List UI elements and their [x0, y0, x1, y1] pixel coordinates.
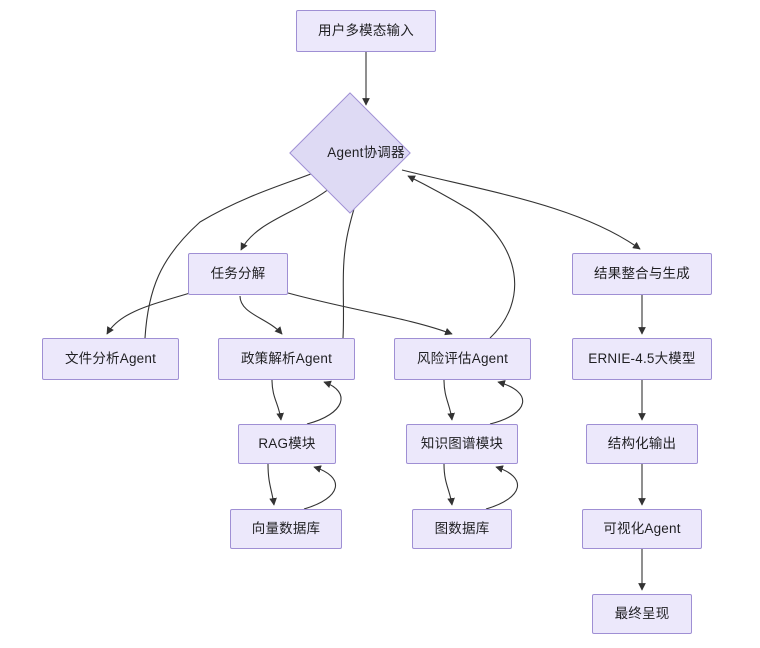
edge-vectordb-to-rag [303, 465, 336, 510]
node-knowledge-graph-module[interactable]: 知识图谱模块 [406, 424, 518, 464]
node-rag-module[interactable]: RAG模块 [238, 424, 336, 464]
node-visualization-agent[interactable]: 可视化Agent [582, 509, 702, 549]
edge-coordinator-to-integrate [401, 169, 641, 250]
edge-riskagent-to-kg [443, 379, 455, 421]
node-user-multimodal-input[interactable]: 用户多模态输入 [296, 10, 436, 52]
edge-kg-to-graphdb [443, 463, 455, 506]
edge-decompose-to-policyagent [239, 295, 283, 335]
edge-riskagent-to-coordinator [407, 175, 516, 339]
edge-decompose-to-fileagent [106, 292, 191, 335]
node-risk-assessment-agent[interactable]: 风险评估Agent [394, 338, 531, 380]
edge-graphdb-to-kg [485, 465, 518, 510]
node-agent-coordinator-label: Agent协调器 [327, 145, 405, 161]
node-policy-parsing-agent[interactable]: 政策解析Agent [218, 338, 355, 380]
edge-decompose-to-riskagent [287, 292, 453, 336]
node-result-integration-generation[interactable]: 结果整合与生成 [572, 253, 712, 295]
edge-rag-to-vectordb [267, 463, 277, 506]
edge-rag-to-policyagent [306, 380, 342, 425]
node-graph-database[interactable]: 图数据库 [412, 509, 512, 549]
node-structured-output[interactable]: 结构化输出 [586, 424, 698, 464]
edge-kg-to-riskagent [489, 380, 524, 425]
node-task-decomposition[interactable]: 任务分解 [188, 253, 288, 295]
node-final-presentation[interactable]: 最终呈现 [592, 594, 692, 634]
node-ernie-model[interactable]: ERNIE-4.5大模型 [572, 338, 712, 380]
edge-policyagent-to-rag [271, 379, 284, 421]
node-file-analysis-agent[interactable]: 文件分析Agent [42, 338, 179, 380]
edge-fileagent-to-coordinator [144, 166, 329, 339]
node-vector-database[interactable]: 向量数据库 [230, 509, 342, 549]
